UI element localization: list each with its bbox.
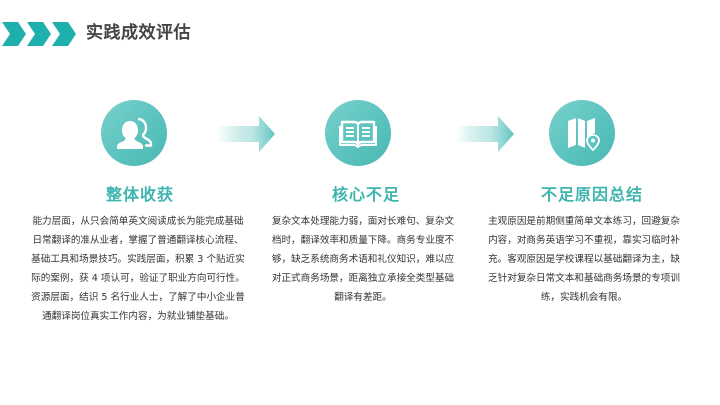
open-book-icon [339,120,377,148]
column-body: 复杂文本处理能力弱，面对长难句、复杂文档时，翻译效率和质量下降。商务专业度不够，… [271,216,455,303]
column-body: 能力层面，从只会简单英文阅读成长为能完成基础日常翻译的准从业者，掌握了普通翻译核… [31,216,245,322]
column-title: 整体收获 [105,185,174,204]
column-title: 不足原因总结 [540,185,643,204]
column-body: 主观原因是前期侧重简单文本练习，回避复杂内容，对商务英语学习不重视，靠实习临时补… [488,216,680,303]
users-icon-circle [101,100,167,166]
map-pin-icon-circle [549,100,615,166]
users-icon [117,117,153,149]
chevrons-icon [2,22,76,46]
map-pin-icon [568,118,600,152]
open-book-icon-circle [325,100,391,166]
arrow-right-icon [217,116,275,152]
column-title: 核心不足 [331,185,400,204]
arrow-right-icon [456,116,514,152]
page-title: 实践成效评估 [86,23,191,43]
